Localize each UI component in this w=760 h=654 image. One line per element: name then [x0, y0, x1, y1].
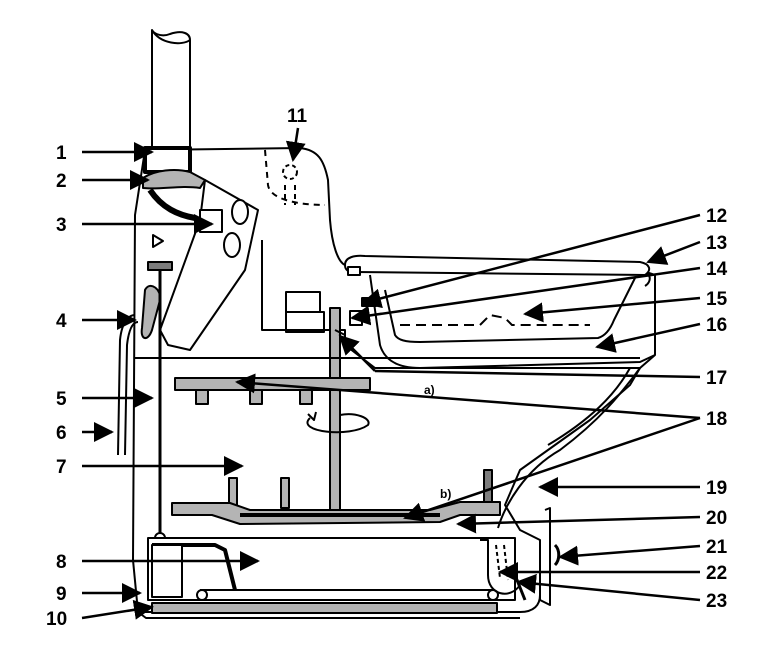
callout-6: 6 [56, 423, 67, 444]
callout-21: 21 [706, 537, 728, 558]
callout-12: 12 [706, 206, 727, 227]
callout-13: 13 [706, 233, 727, 254]
callout-15: 15 [706, 289, 728, 310]
callout-4: 4 [56, 311, 67, 332]
callout-3: 3 [56, 215, 67, 236]
callout-5: 5 [56, 389, 67, 410]
callout-18: 18 [706, 409, 727, 430]
callout-9: 9 [56, 584, 67, 605]
seat-lid [344, 254, 651, 276]
leader-lines [81, 127, 701, 620]
sub-label-b: b) [440, 487, 451, 501]
callout-17: 17 [706, 368, 727, 389]
callout-8: 8 [56, 552, 67, 573]
callout-2: 2 [56, 171, 67, 192]
callout-16: 16 [706, 315, 727, 336]
callout-10: 10 [46, 609, 67, 630]
vent-pipe [151, 29, 191, 149]
callout-23: 23 [706, 591, 727, 612]
callout-labels: 1 2 3 4 5 6 7 8 9 10 11 12 13 14 15 16 1… [46, 106, 728, 630]
callout-19: 19 [706, 478, 727, 499]
vent-flange [142, 169, 206, 190]
callout-11: 11 [287, 106, 308, 127]
callout-22: 22 [706, 563, 727, 584]
sub-label-a: a) [424, 383, 435, 397]
callout-1: 1 [56, 143, 67, 164]
callout-7: 7 [56, 457, 67, 478]
solids-container [147, 537, 516, 614]
callout-14: 14 [706, 259, 728, 280]
callout-20: 20 [706, 508, 727, 529]
